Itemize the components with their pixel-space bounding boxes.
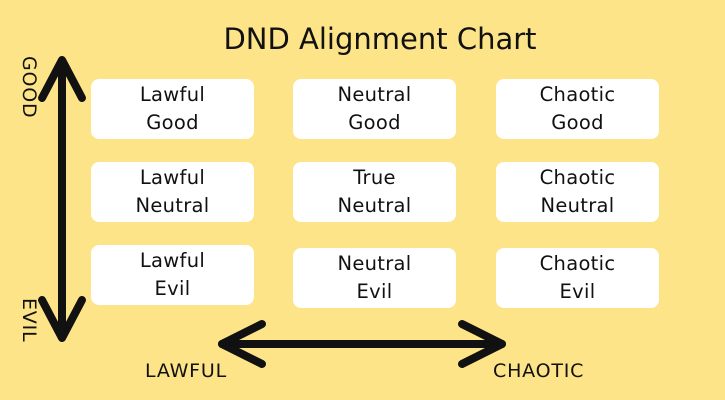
cell-lawful-good: Lawful Good xyxy=(91,79,254,139)
cell-true-neutral: True Neutral xyxy=(293,162,456,222)
cell-line2: Evil xyxy=(356,280,393,303)
cell-lawful-neutral: Lawful Neutral xyxy=(91,162,254,222)
cell-line2: Neutral xyxy=(540,194,615,217)
cell-line2: Neutral xyxy=(337,194,412,217)
cell-line2: Good xyxy=(551,111,604,134)
cell-line1: Neutral xyxy=(337,252,412,275)
cell-lawful-evil: Lawful Evil xyxy=(91,245,254,305)
horizontal-arrow xyxy=(218,320,506,368)
cell-line2: Good xyxy=(146,111,199,134)
cell-line1: True xyxy=(353,166,396,189)
chart-title: DND Alignment Chart xyxy=(223,22,537,56)
cell-line1: Chaotic xyxy=(539,166,616,189)
cell-line1: Chaotic xyxy=(539,83,616,106)
vertical-arrow xyxy=(38,56,86,342)
cell-line2: Neutral xyxy=(135,194,210,217)
cell-chaotic-good: Chaotic Good xyxy=(496,79,659,139)
cell-line2: Evil xyxy=(154,277,191,300)
cell-line2: Evil xyxy=(559,280,596,303)
cell-neutral-evil: Neutral Evil xyxy=(293,248,456,308)
cell-line1: Neutral xyxy=(337,83,412,106)
axis-label-chaotic: CHAOTIC xyxy=(493,360,585,382)
axis-label-good: GOOD xyxy=(18,56,40,119)
cell-chaotic-evil: Chaotic Evil xyxy=(496,248,659,308)
cell-neutral-good: Neutral Good xyxy=(293,79,456,139)
cell-line2: Good xyxy=(348,111,401,134)
cell-line1: Lawful xyxy=(139,166,206,189)
axis-label-evil: EVIL xyxy=(18,298,40,343)
cell-line1: Lawful xyxy=(139,83,206,106)
cell-chaotic-neutral: Chaotic Neutral xyxy=(496,162,659,222)
cell-line1: Lawful xyxy=(139,249,206,272)
cell-line1: Chaotic xyxy=(539,252,616,275)
axis-label-lawful: LAWFUL xyxy=(145,360,227,382)
